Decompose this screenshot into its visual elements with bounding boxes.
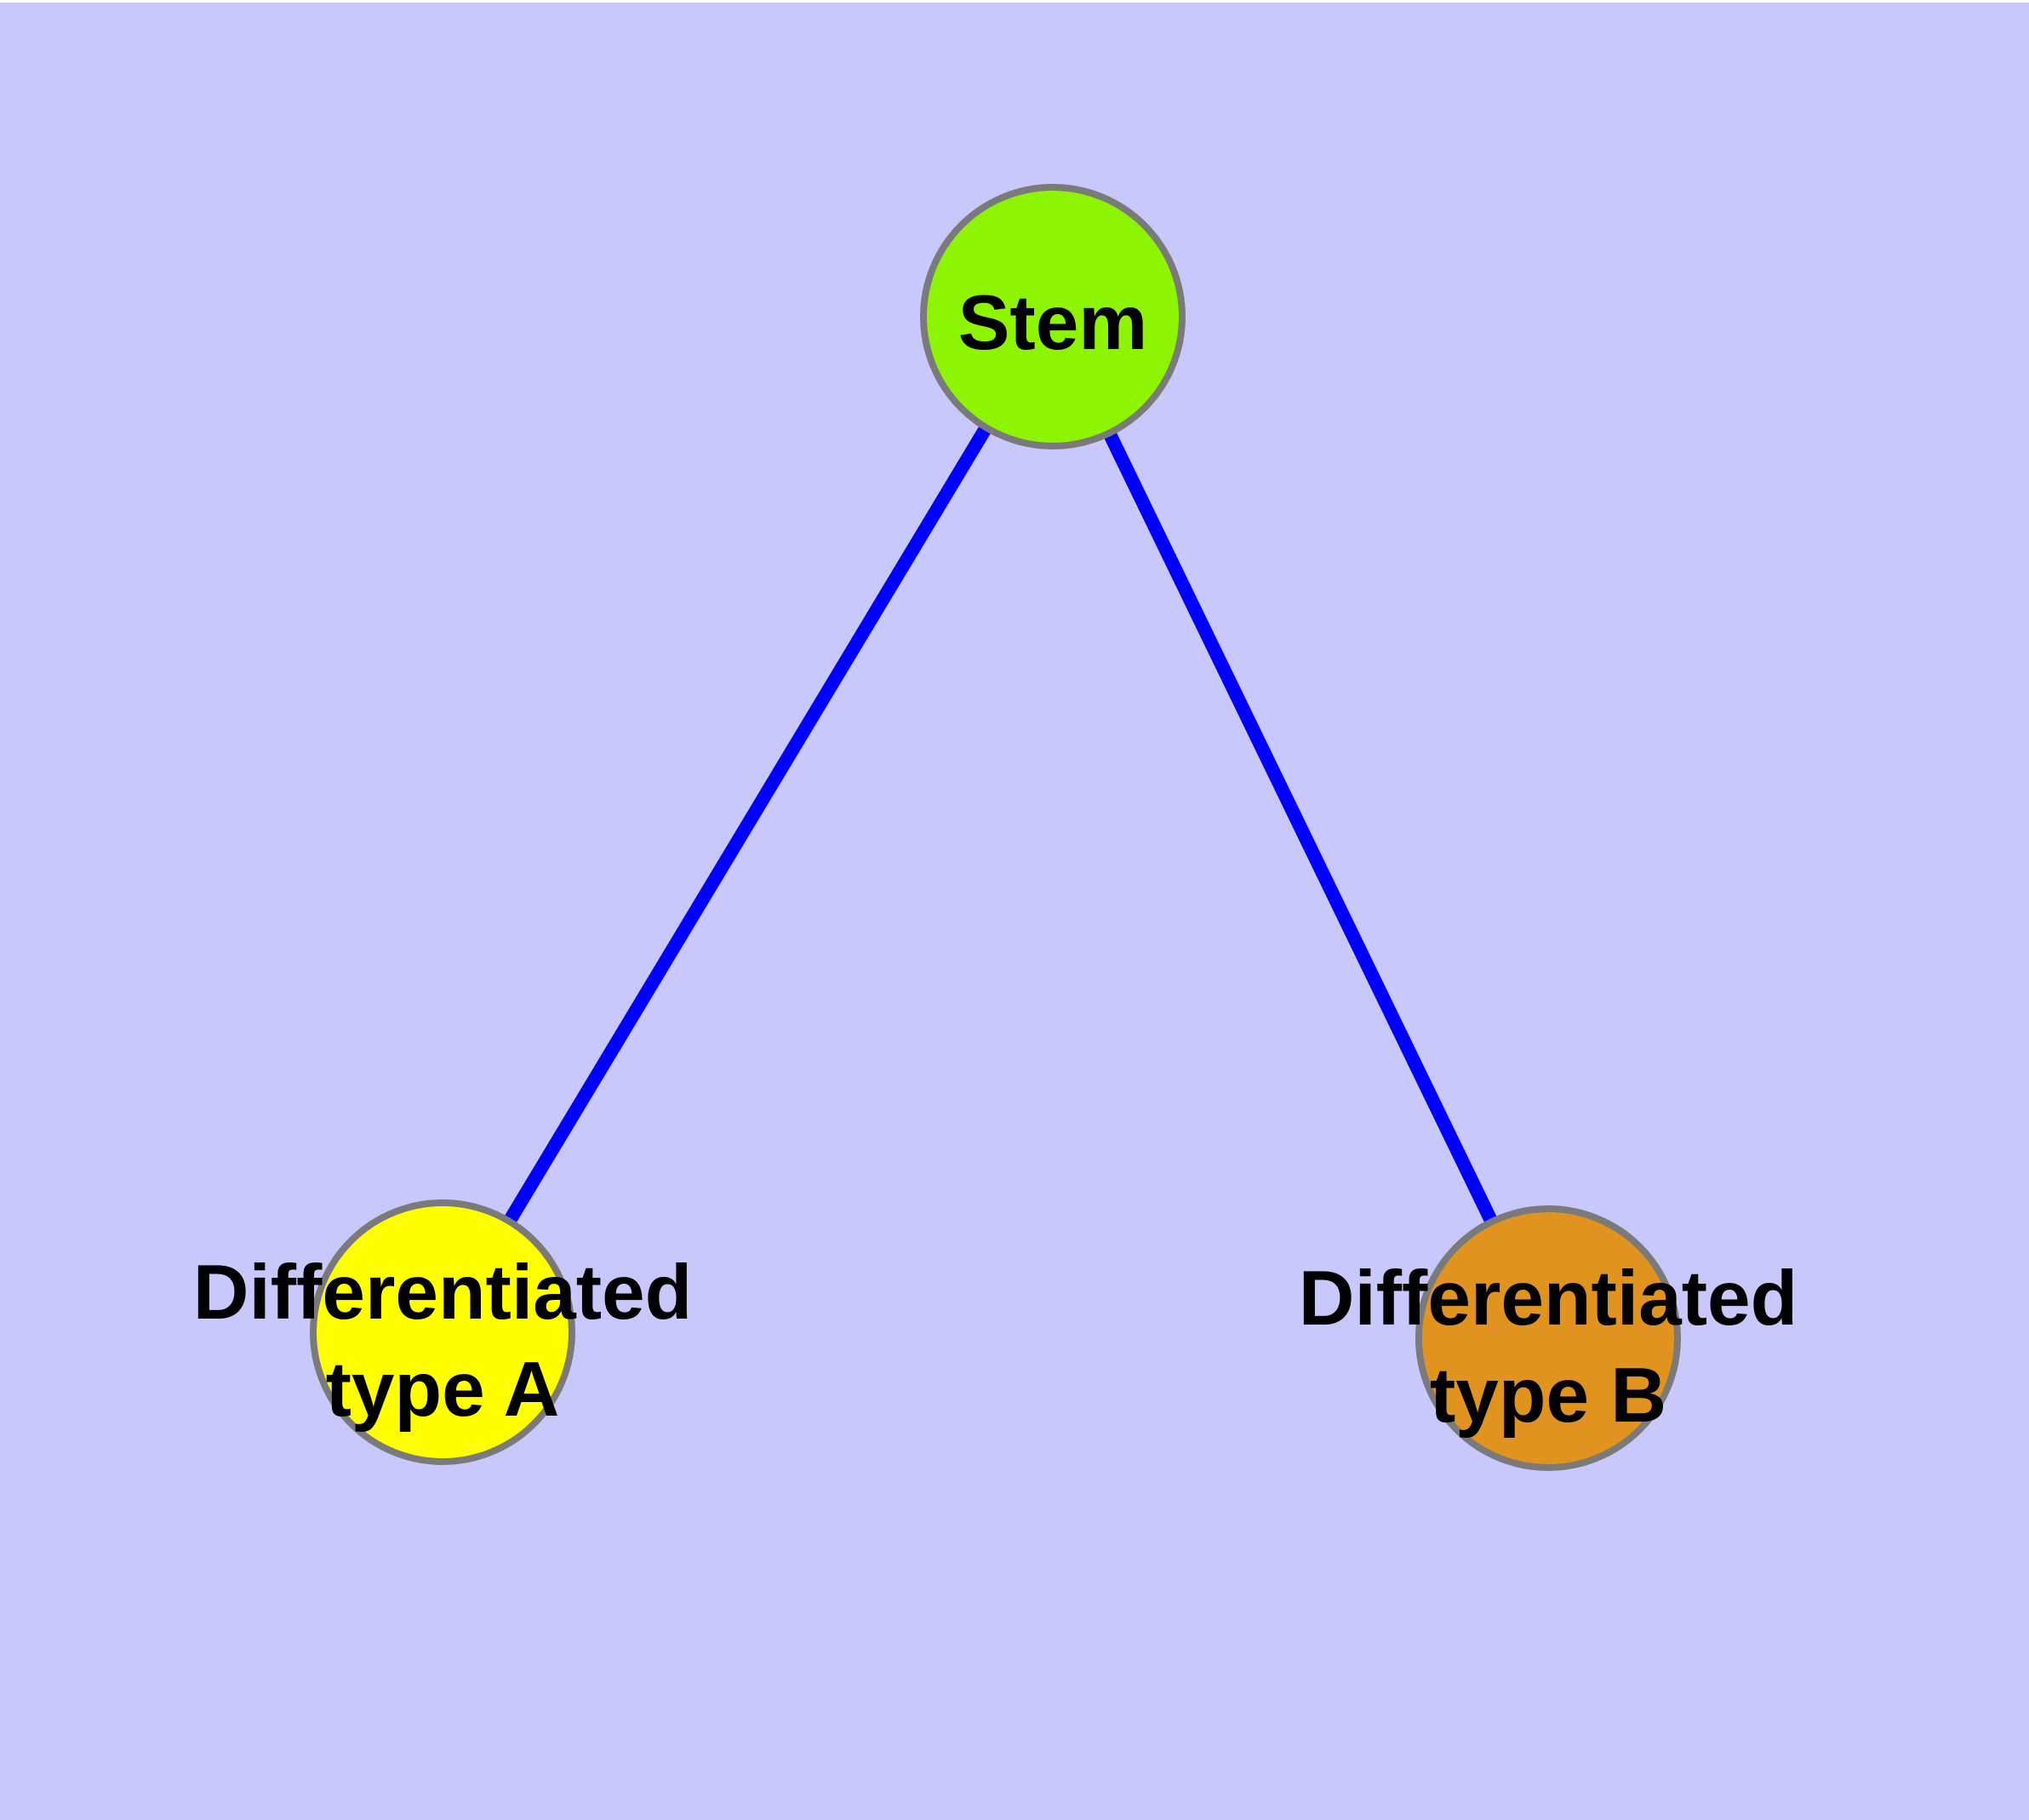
edge-stem-to-type-b [1046,313,1555,1342]
node-differentiated-type-b [1415,1205,1681,1471]
node-type-a-label-line-2: type A [326,1347,560,1433]
node-type-b-label-line-2: type B [1430,1353,1666,1439]
node-stem-label: Stem [958,280,1148,366]
node-stem [920,184,1186,449]
top-white-strip [0,0,2029,3]
node-type-b-label-line-1: Differentiated [1299,1256,1798,1342]
node-type-a-label-line-1: Differentiated [193,1250,693,1336]
edge-stem-to-type-a [437,312,1059,1336]
node-differentiated-type-a [310,1199,575,1465]
